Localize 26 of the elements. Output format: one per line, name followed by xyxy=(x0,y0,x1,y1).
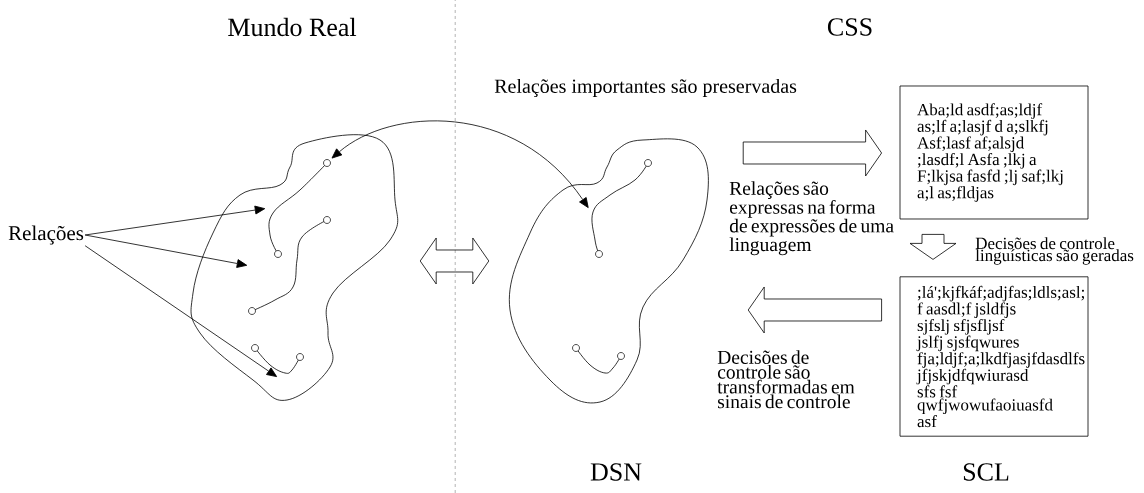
relation-curve xyxy=(248,216,331,315)
relation-label: Relações xyxy=(8,225,84,245)
text-label: Relações importantes são preservadas xyxy=(494,78,797,98)
block-arrow xyxy=(419,237,490,285)
text-label: Decisões de controle linguísticas são geradas xyxy=(975,237,1134,265)
relation-curve xyxy=(251,344,304,374)
blob-outline xyxy=(190,134,399,401)
relation-curve xyxy=(572,344,625,374)
text-box: Aba;ld asdf;as;ldjf as;lf a;lasjf d a;slkfj Asf;lasf af;alsjd ;lasdf;l Asfa ;lkj a F;lkjsa fasfd ;lj saf;lkj a;l as;fldjas xyxy=(899,85,1089,220)
text-label: Mundo Real xyxy=(228,17,357,37)
text-label: CSS xyxy=(827,18,872,36)
block-arrow xyxy=(909,234,957,260)
block-arrow xyxy=(742,129,882,177)
text-box: ;lá';kjfkáf;adjfas;ldls;asl; f aasdl;f jsldfjs sjfslj sfjsfljsf jslfj sjsfqwures fja;ldjf;a;lkdfjasjfdasdlfs jfjskjdfqwiurasd sfs fsf qwfjwowufaoiuasfd asf xyxy=(899,276,1089,437)
relation-curve xyxy=(591,159,652,258)
arrow xyxy=(84,234,248,268)
text-label: SCL xyxy=(963,463,1009,481)
arrow xyxy=(331,120,589,208)
arrow xyxy=(84,245,278,377)
relation-curve xyxy=(268,159,331,258)
text-label: Decisões de controle são transformadas em sinais de controle xyxy=(717,350,855,409)
block-arrow xyxy=(747,286,882,334)
blob-outline xyxy=(509,138,709,404)
text-label: Relações são expressas na forma de expressões de uma linguagem xyxy=(729,181,894,256)
text-label: DSN xyxy=(590,463,642,481)
arrow xyxy=(84,205,266,236)
